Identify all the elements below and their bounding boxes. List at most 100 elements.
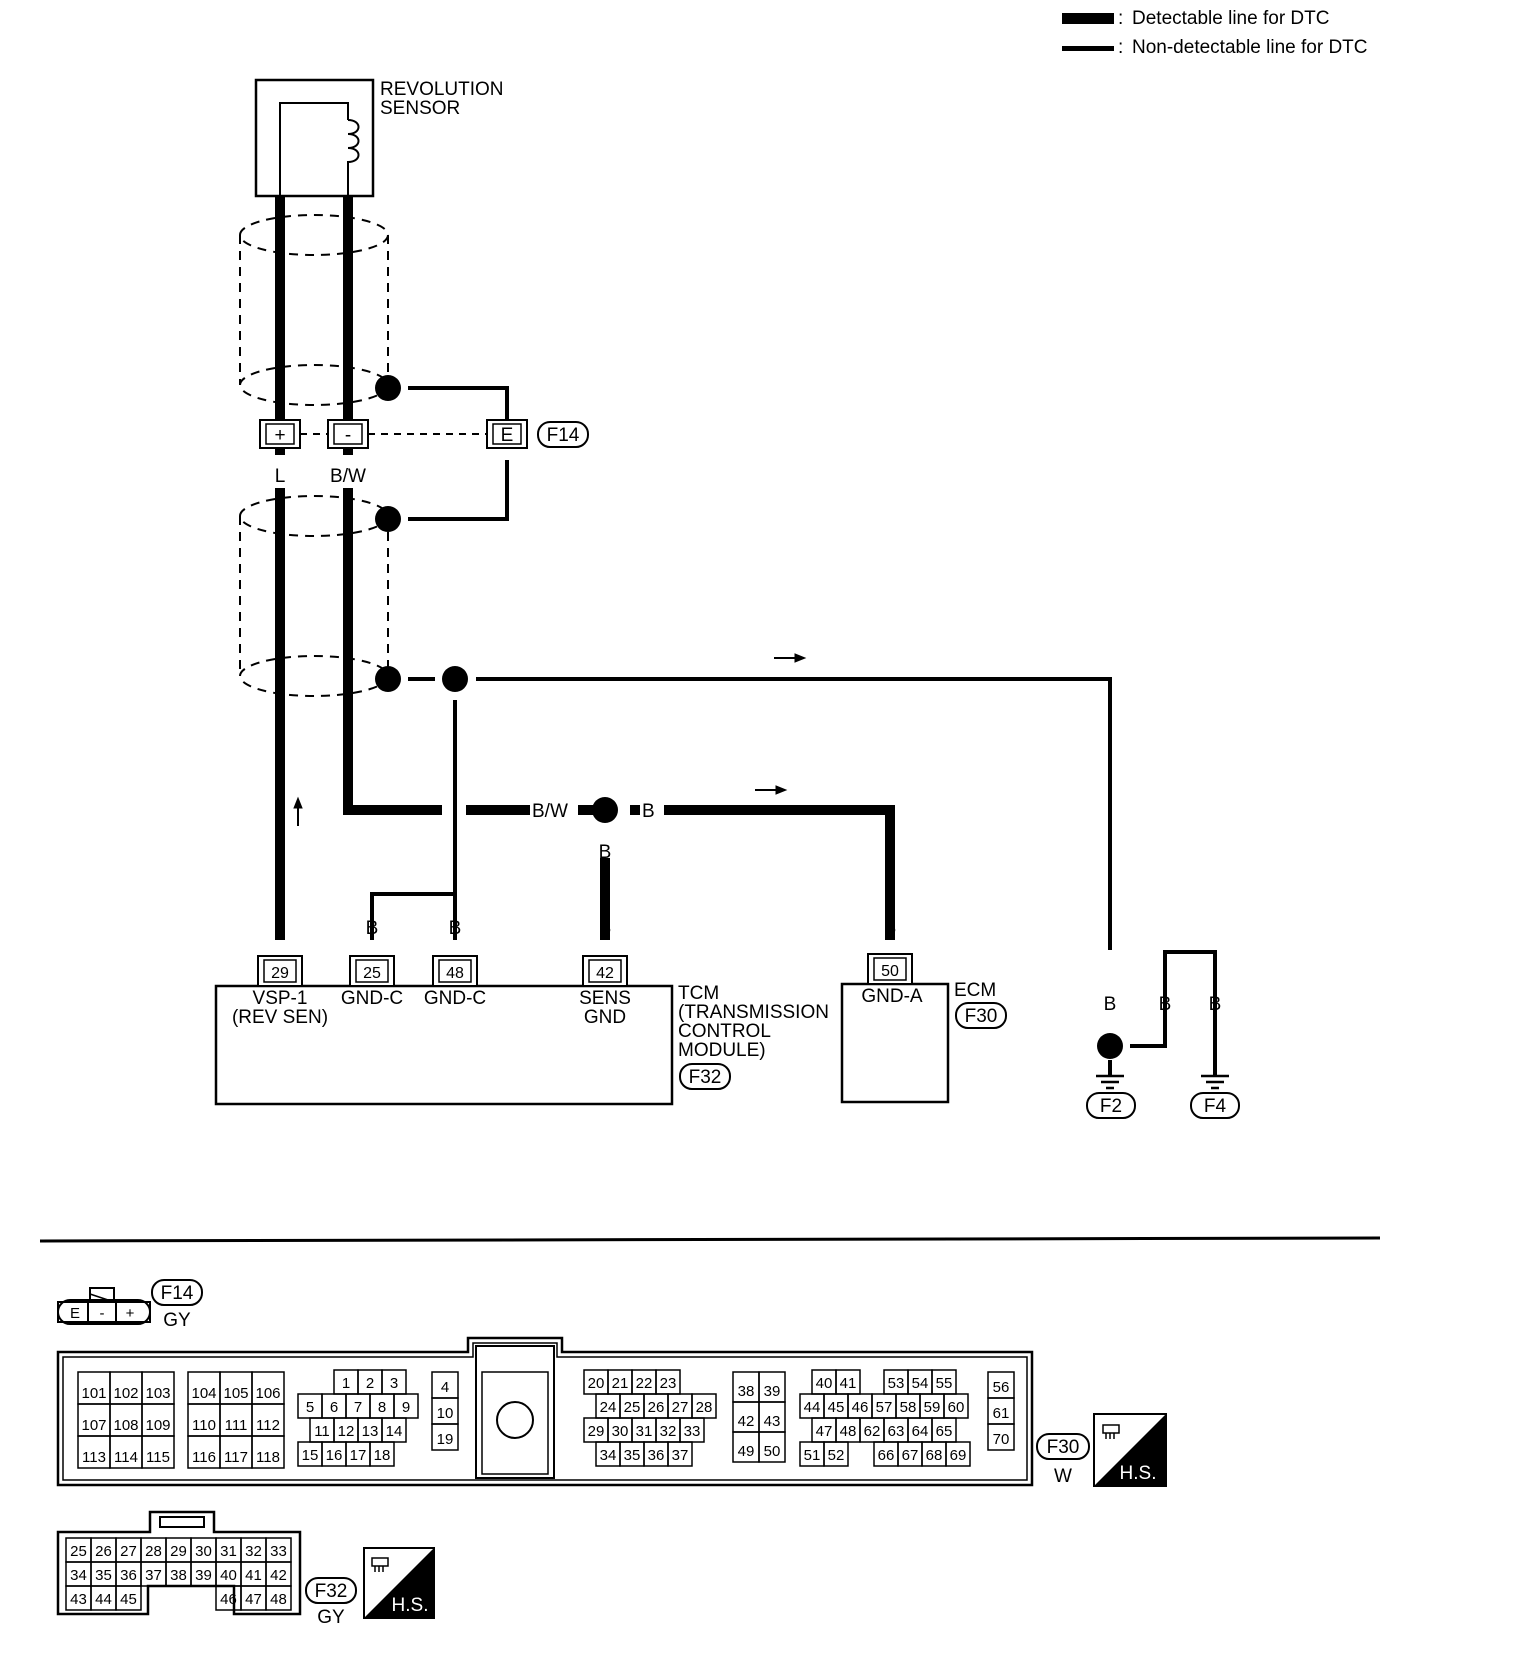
f32-pin: 36 — [120, 1567, 137, 1584]
f30-pin-box — [758, 1431, 786, 1463]
f32-pin: 32 — [245, 1543, 262, 1560]
f30-pin: 58 — [900, 1399, 917, 1416]
tcm-line3: CONTROL — [678, 1021, 771, 1042]
f30-pin: 31 — [636, 1423, 653, 1440]
f30-pin: 101 — [81, 1385, 106, 1402]
f30-pin: 1 — [342, 1375, 350, 1392]
f30-pin-box — [251, 1435, 285, 1469]
f30-pin: 112 — [256, 1417, 280, 1434]
f30-view-id: F30 — [1047, 1437, 1080, 1458]
f30-pin: 61 — [993, 1405, 1010, 1422]
wire-labels: B/W B B — [532, 801, 655, 863]
f30-pin: 54 — [912, 1375, 929, 1392]
coil-icon — [347, 119, 360, 196]
sensor-body — [254, 78, 375, 198]
f30-pin: 27 — [672, 1399, 689, 1416]
f30-pin: 43 — [764, 1413, 781, 1430]
upper-shield — [239, 214, 389, 406]
f32-pin: 44 — [95, 1591, 112, 1608]
legend-non-detectable-swatch — [1062, 46, 1114, 51]
f30-pin: 108 — [113, 1417, 138, 1434]
wire-label-bw: B/W — [532, 801, 568, 822]
grounds: B B B F2 F4 — [1086, 994, 1240, 1119]
wire-color-bw: B/W — [330, 466, 366, 487]
tcm-pin-wire: B — [449, 918, 462, 939]
f30-pin: 60 — [948, 1399, 965, 1416]
f30-pin: 64 — [912, 1423, 929, 1440]
f30-pin: 110 — [192, 1417, 216, 1434]
f30-pin: 33 — [684, 1423, 701, 1440]
non-detectable-wires — [370, 386, 1217, 1075]
f30-pin: 62 — [864, 1423, 881, 1440]
f30-pin: 19 — [437, 1431, 454, 1448]
f30-pin: 8 — [378, 1399, 386, 1416]
f30-pin: 45 — [828, 1399, 845, 1416]
f30-pin: 37 — [672, 1447, 689, 1464]
legend-detectable-swatch — [1062, 13, 1114, 24]
tcm-pin-wire: B — [366, 918, 379, 939]
f32-pin: 41 — [245, 1567, 262, 1584]
f30-pin: 109 — [145, 1417, 170, 1434]
f30-view-color: W — [1054, 1466, 1072, 1487]
f30-pin: 24 — [600, 1399, 617, 1416]
splice-points — [375, 375, 1123, 1059]
ground-icon — [1201, 1074, 1229, 1090]
f32-pin: 47 — [245, 1591, 262, 1608]
f30-pin: 6 — [330, 1399, 338, 1416]
lower-shield — [239, 495, 389, 697]
f32-pin-box — [115, 1585, 142, 1611]
f32-pin: 37 — [145, 1567, 162, 1584]
f14-view-id: F14 — [161, 1283, 194, 1304]
f30-pin: 50 — [764, 1443, 781, 1460]
f30-pin: 44 — [804, 1399, 821, 1416]
f30-pin: 13 — [362, 1423, 379, 1440]
connector-id-f14: F14 — [547, 425, 580, 446]
ground-wire-b3: B — [1209, 994, 1222, 1015]
arrow-right-icon — [774, 653, 807, 663]
f30-pin-box — [987, 1423, 1015, 1451]
sensor-label-line2: SENSOR — [380, 98, 460, 119]
f30-pin: 25 — [624, 1399, 641, 1416]
f30-pin: 23 — [660, 1375, 677, 1392]
f32-pin: 35 — [95, 1567, 112, 1584]
f30-pin: 67 — [902, 1447, 919, 1464]
f30-pin: 42 — [738, 1413, 755, 1430]
f32-view-id: F32 — [315, 1581, 348, 1602]
f30-pin-box — [823, 1441, 849, 1467]
ground-id-f4: F4 — [1204, 1096, 1227, 1117]
f30-pin-box — [369, 1441, 395, 1467]
f30-pin: 63 — [888, 1423, 905, 1440]
hs-icon: H.S. — [1093, 1413, 1167, 1487]
f30-pin: 16 — [326, 1447, 343, 1464]
tcm-title: TCM — [678, 983, 719, 1004]
f30-pin: 28 — [696, 1399, 713, 1416]
f30-pin: 5 — [306, 1399, 314, 1416]
f30-pin: 34 — [600, 1447, 617, 1464]
f30-pin: 53 — [888, 1375, 905, 1392]
wire-label-b-splice: B — [599, 842, 612, 863]
f30-pin: 57 — [876, 1399, 893, 1416]
f32-pin: 25 — [70, 1543, 87, 1560]
f30-pin: 7 — [354, 1399, 362, 1416]
wire-label-b: B — [642, 801, 655, 822]
f14-cell-plus: + — [126, 1305, 135, 1322]
f30-pin: 107 — [81, 1417, 106, 1434]
ground-icon — [1096, 1074, 1124, 1090]
sensor-inner-wire — [279, 102, 349, 196]
f30-pin-box — [141, 1435, 175, 1469]
f30-pin: 41 — [840, 1375, 857, 1392]
wire-color-l: L — [275, 466, 286, 487]
f30-pin: 69 — [950, 1447, 967, 1464]
tcm-pin-num: 25 — [363, 965, 381, 982]
ground-id-f2: F2 — [1100, 1096, 1122, 1117]
terminal-minus: - — [345, 425, 351, 446]
f30-pin: 3 — [390, 1375, 398, 1392]
f30-pin: 116 — [192, 1449, 216, 1466]
f30-pin: 14 — [386, 1423, 403, 1440]
revolution-sensor: REVOLUTION SENSOR — [254, 78, 504, 198]
tcm-line2: (TRANSMISSION — [678, 1002, 829, 1023]
